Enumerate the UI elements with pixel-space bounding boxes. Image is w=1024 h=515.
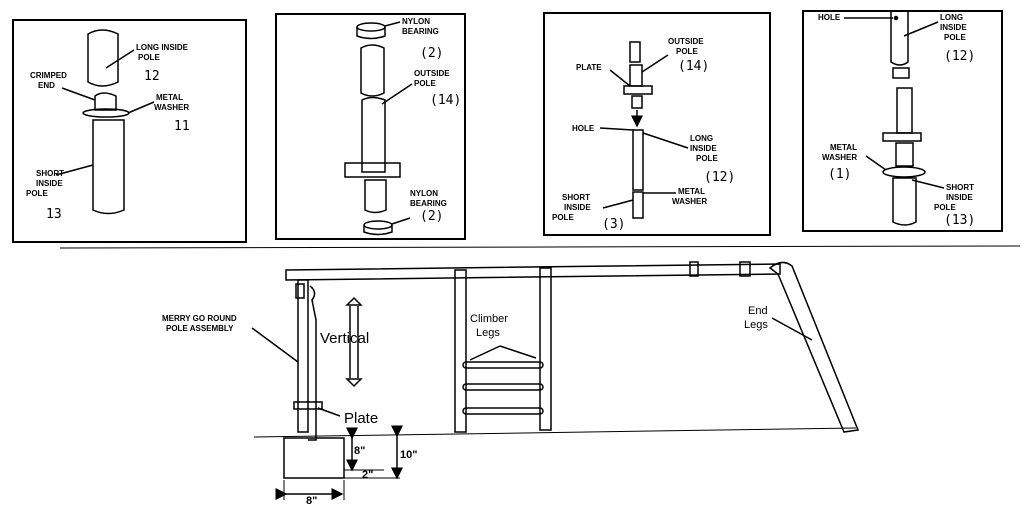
dim-8-vertical: 8" xyxy=(354,445,365,457)
p3-long-inside-pole-label-1: LONG xyxy=(690,134,713,143)
p3-metal-washer-label-1: METAL xyxy=(678,187,705,196)
p2-nylon-bearing-top-label-1: NYLON xyxy=(402,17,430,26)
climber-rung-3 xyxy=(462,407,544,415)
p1-short-inside-pole-label-2: INSIDE xyxy=(36,179,63,188)
p1-crimped-end-label-2: END xyxy=(38,81,55,90)
p4-metal-washer-label-1: METAL xyxy=(830,143,857,152)
p4-short-inside-pole-number: (13) xyxy=(944,213,975,228)
p3-short-inside-pole-label-3: POLE xyxy=(552,213,574,222)
end-legs xyxy=(768,261,860,433)
panel-1-frame xyxy=(12,19,247,243)
bottom-assembly xyxy=(251,261,860,500)
dim-10: 10" xyxy=(400,449,417,461)
long-inside-pole xyxy=(632,129,644,191)
vertical-arrow xyxy=(345,296,363,388)
p1-short-inside-pole-number: 13 xyxy=(46,207,62,222)
p2-outside-pole-number: (14) xyxy=(430,93,461,108)
long-inside-pole xyxy=(890,10,909,66)
separator-line xyxy=(59,245,1021,249)
crimped-end xyxy=(94,92,117,111)
p2-nylon-bearing-bottom-label-2: BEARING xyxy=(410,199,447,208)
climber-legs-label-2: Legs xyxy=(476,327,500,339)
plate xyxy=(882,132,922,142)
dim-8-horizontal: 8" xyxy=(306,495,317,507)
panel-3-frame xyxy=(543,12,771,236)
nylon-bearing-bottom xyxy=(363,220,393,230)
p3-long-inside-pole-number: (12) xyxy=(704,170,735,185)
long-inside-pole xyxy=(87,29,119,87)
p3-plate-label: PLATE xyxy=(576,63,602,72)
short-inside-pole xyxy=(632,191,644,219)
p1-metal-washer-number: 11 xyxy=(174,119,190,134)
p3-short-inside-pole-label-2: INSIDE xyxy=(564,203,591,212)
p3-hole-label: HOLE xyxy=(572,124,595,133)
p3-outside-pole-label-2: POLE xyxy=(676,47,698,56)
climber-legs-label-1: Climber xyxy=(470,313,508,325)
panel-1 xyxy=(12,19,247,243)
p1-crimped-end-label-1: CRIMPED xyxy=(30,71,67,80)
p1-metal-washer-label-1: METAL xyxy=(156,93,183,102)
p4-metal-washer-number: (1) xyxy=(828,167,851,182)
outside-pole xyxy=(629,64,643,87)
p1-long-inside-pole-label-2: POLE xyxy=(138,53,160,62)
p3-short-inside-pole-label-1: SHORT xyxy=(562,193,590,202)
plate-label: Plate xyxy=(344,410,378,427)
dim-2: 2" xyxy=(362,469,373,481)
outside-pole-lower xyxy=(361,96,386,173)
p3-outside-pole-label-1: OUTSIDE xyxy=(668,37,704,46)
p3-outside-pole-number: (14) xyxy=(678,59,709,74)
ground-post xyxy=(283,437,345,479)
panel-2-frame xyxy=(275,13,466,240)
short-inside-pole xyxy=(92,119,125,215)
p3-short-inside-pole-number: (3) xyxy=(602,217,625,232)
panel-2 xyxy=(275,13,466,240)
ground-line xyxy=(253,427,857,438)
p2-nylon-bearing-bottom-number: (2) xyxy=(420,209,443,224)
plate xyxy=(623,85,653,95)
p4-long-inside-pole-label-2: INSIDE xyxy=(940,23,967,32)
p3-metal-washer-label-2: WASHER xyxy=(672,197,707,206)
climber-rung-2 xyxy=(462,383,544,391)
panel-4 xyxy=(802,10,1003,232)
p4-short-inside-pole-label-3: POLE xyxy=(934,203,956,212)
p4-short-inside-pole-label-2: INSIDE xyxy=(946,193,973,202)
end-legs-label-1: End xyxy=(748,305,768,317)
p4-short-inside-pole-label-1: SHORT xyxy=(946,183,974,192)
p4-metal-washer-label-2: WASHER xyxy=(822,153,857,162)
p4-long-inside-pole-label-1: LONG xyxy=(940,13,963,22)
merry-go-round-pole xyxy=(297,279,309,433)
p2-outside-pole-label-2: POLE xyxy=(414,79,436,88)
hole-mark xyxy=(893,15,899,21)
p1-long-inside-pole-number: 12 xyxy=(144,69,160,84)
outside-pole-upper xyxy=(360,44,385,97)
p1-short-inside-pole-label-3: POLE xyxy=(26,189,48,198)
p1-long-inside-pole-label-1: LONG INSIDE xyxy=(136,43,189,52)
p1-short-inside-pole-label-1: SHORT xyxy=(36,169,64,178)
p4-hole-label: HOLE xyxy=(818,13,841,22)
climber-leg-left xyxy=(454,269,467,433)
plate xyxy=(344,162,401,178)
p1-metal-washer-label-2: WASHER xyxy=(154,103,189,112)
short-inside-pole xyxy=(892,177,917,226)
end-legs-label-2: Legs xyxy=(744,319,768,331)
p3-long-inside-pole-label-2: INSIDE xyxy=(690,144,717,153)
nylon-bearing-top xyxy=(356,22,386,32)
labels: LONG INSIDE POLE 12 CRIMPED END METAL WA… xyxy=(26,13,975,507)
p2-nylon-bearing-top-label-2: BEARING xyxy=(402,27,439,36)
p2-nylon-bearing-bottom-label-1: NYLON xyxy=(410,189,438,198)
merry-go-round-label-2: POLE ASSEMBLY xyxy=(166,324,234,333)
climber-rung-1 xyxy=(462,361,544,369)
panel-3 xyxy=(543,12,771,236)
p2-nylon-bearing-top-number: (2) xyxy=(420,46,443,61)
climber-leg-right xyxy=(539,267,552,431)
p4-long-inside-pole-label-3: POLE xyxy=(944,33,966,42)
top-beam xyxy=(285,263,781,281)
vertical-label: Vertical xyxy=(320,330,369,347)
metal-washer xyxy=(882,166,926,178)
p4-long-inside-pole-number: (12) xyxy=(944,49,975,64)
p2-outside-pole-label-1: OUTSIDE xyxy=(414,69,450,78)
merry-go-round-label-1: MERRY GO ROUND xyxy=(162,314,237,323)
p3-long-inside-pole-label-3: POLE xyxy=(696,154,718,163)
